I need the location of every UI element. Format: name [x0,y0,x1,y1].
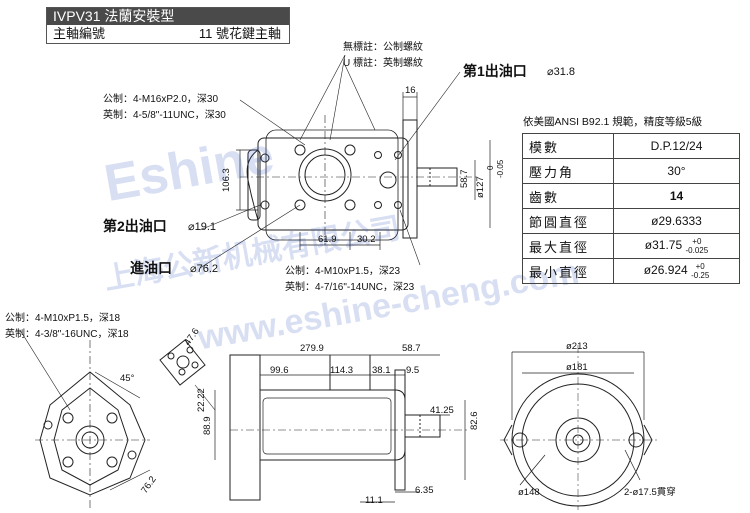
dim-61-9: 61.9 [318,234,337,245]
dim-279-9: 279.9 [300,343,324,354]
spec-title: 依美國ANSI B92.1 規範，精度等級5級 [523,116,703,128]
dim-22-22: 22.22 [196,388,207,412]
dim-58-7: 58.7 [402,343,421,354]
dim-holes: 2-ø17.5貫穿 [624,487,676,498]
outlet1-dia: ⌀31.8 [547,66,576,78]
dim-114-3: 114.3 [330,365,354,376]
thread-b-imperial: 英制：4-7/16"-14UNC，深23 [285,282,415,293]
dim-41-25: 41.25 [430,405,454,416]
dim-6-35: 6.35 [415,485,434,496]
inlet-dia: ⌀76.2 [190,263,219,275]
dim-45-deg: 45° [120,373,135,384]
table-row: 齒數 14 [522,183,740,209]
outlet1-label: 第1出油口 [463,63,527,79]
min-dia-tol-b: -0.25 [691,271,710,280]
model-title: IVPV31 法蘭安裝型 [47,8,289,25]
thread-a-metric: 公制：4-M16xP2.0，深30 [103,94,219,105]
table-row: 最大直徑 ø31.75 +0 -0.025 [522,233,740,259]
thread-c-metric: 公制：4-M10xP1.5，深18 [5,313,121,324]
dim-30-2: 30.2 [357,234,376,245]
shaft-label: 主軸編號 [53,26,106,41]
dim-213: ø213 [566,341,588,352]
dim-9-5: 9.5 [406,365,420,376]
min-dia-value: ø26.924 [643,263,688,278]
table-row: 模數 D.P.12/24 [522,133,740,159]
thread-a-imperial: 英制：4-5/8"-11UNC，深30 [103,110,226,121]
dim-181: ø181 [566,362,588,373]
dim-38-1: 38.1 [372,365,391,376]
outlet2-dia: ⌀19.1 [188,221,217,233]
thread-b-metric: 公制：4-M10xP1.5，深23 [285,266,401,277]
dim-127: ø127 [475,176,486,198]
front-view-flange [39,371,146,496]
inlet-label: 進油口 [130,260,172,276]
note-no-mark: 無標註：公制螺紋 [343,42,423,53]
shaft-value: 11 號花鍵主軸 [198,26,281,41]
port-detail [159,339,206,386]
min-dia-tol-a: +0 [695,262,705,271]
top-view-pump [246,119,458,241]
note-u-mark: U 標註：英制螺紋 [343,58,423,69]
dim-11-1: 11.1 [365,495,383,506]
dim-148: ø148 [518,487,540,498]
table-row: 節圓直徑 ø29.6333 [522,208,740,234]
table-row: 最小直徑 ø26.924 +0 -0.25 [522,258,740,284]
dim-99-6: 99.6 [270,365,289,376]
thread-c-imperial: 英制：4-3/8"-16UNC，深18 [5,329,129,340]
outlet2-label: 第2出油口 [103,218,167,234]
dim-88-9: 88.9 [202,416,213,436]
spline-spec-table: 模數 D.P.12/24 壓力角 30° 齒數 14 節圓直徑 ø29.6333… [522,133,740,284]
dim-106-3: 106.3 [221,168,232,192]
dim-82-6: 82.6 [469,411,480,431]
dim-58-7-v: 58.7 [459,169,470,189]
max-dia-value: ø31.75 [644,238,683,253]
title-block: IVPV31 法蘭安裝型 主軸編號 11 號花鍵主軸 [46,7,290,44]
table-row: 壓力角 30° [522,158,740,184]
side-view-pump [229,354,441,501]
max-dia-tol-b: -0.025 [685,246,709,255]
dim-127-tol-a: 0 [486,165,495,170]
dim-16: 16 [405,85,416,96]
dim-127-tol-b: -0.05 [496,159,505,178]
max-dia-tol-a: +0 [692,237,702,246]
